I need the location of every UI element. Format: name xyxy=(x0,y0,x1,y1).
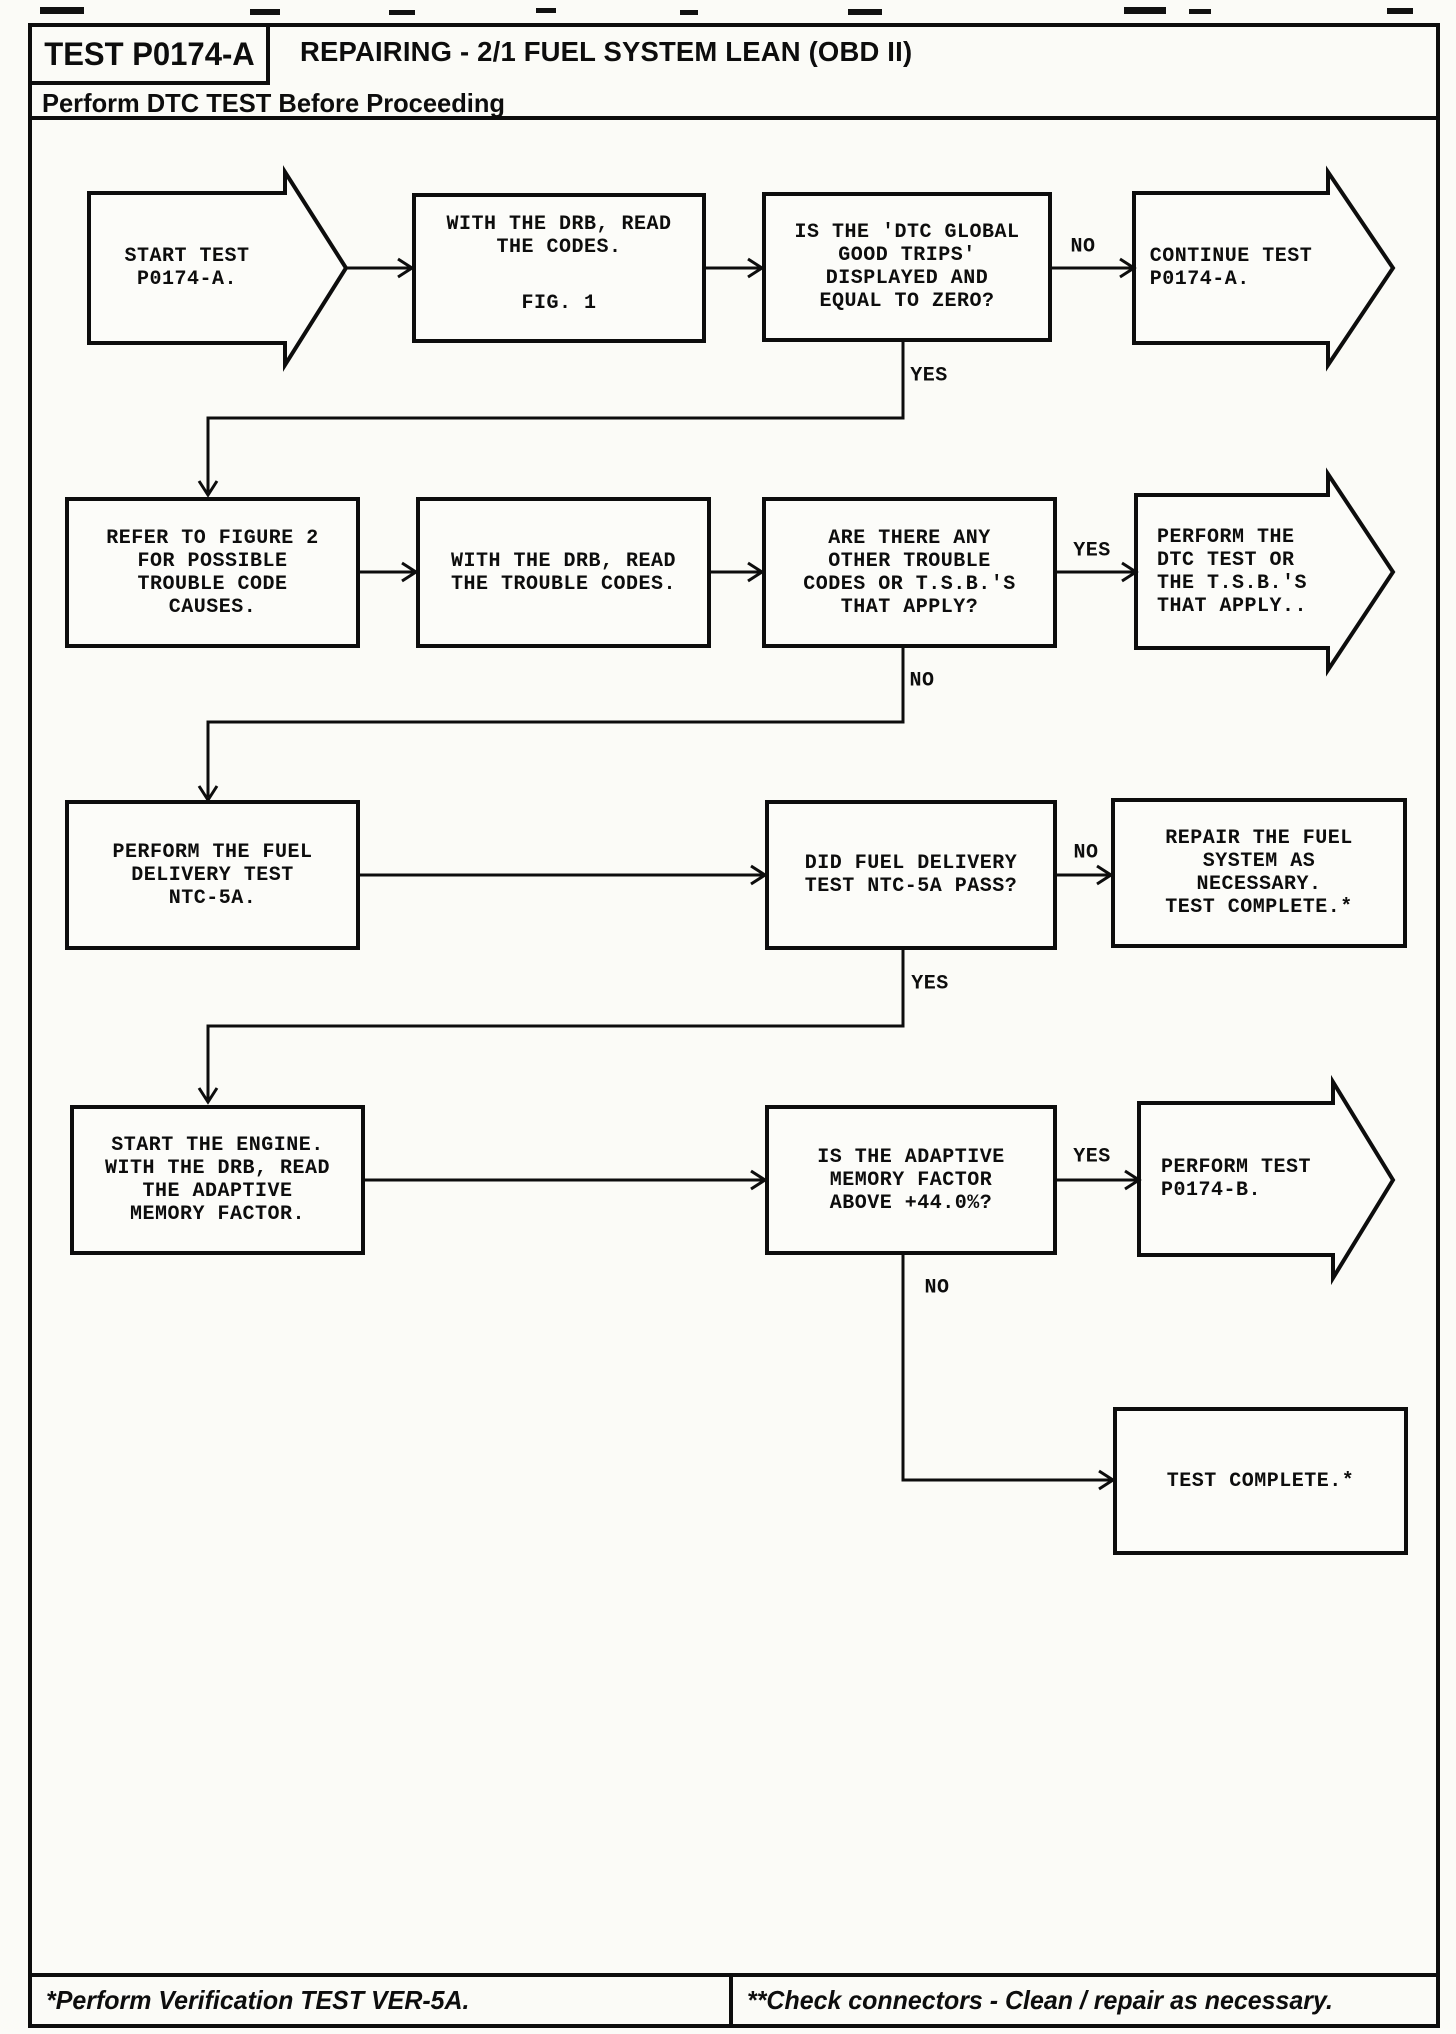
node-read-codes: WITH THE DRB, READ THE CODES. FIG. 1 xyxy=(412,193,706,343)
node-refer-figure-2: REFER TO FIGURE 2 FOR POSSIBLE TROUBLE C… xyxy=(65,497,360,648)
node-q-adaptive-memory-text: IS THE ADAPTIVE MEMORY FACTOR ABOVE +44.… xyxy=(817,1145,1005,1215)
node-fuel-delivery-test-text: PERFORM THE FUEL DELIVERY TEST NTC-5A. xyxy=(112,840,313,910)
edge-label-q3-yes: YES xyxy=(911,972,949,996)
footer-note-verification-text: *Perform Verification TEST VER-5A. xyxy=(46,1985,470,2015)
arrowhead xyxy=(197,1087,219,1105)
footer-note-verification: *Perform Verification TEST VER-5A. xyxy=(32,1977,733,2024)
edge-label-q4-yes: YES xyxy=(1073,1145,1111,1169)
scan-artifact xyxy=(680,10,698,15)
footer-note-connectors-text: **Check connectors - Clean / repair as n… xyxy=(747,1985,1333,2015)
scan-artifact xyxy=(40,7,84,14)
arrowhead xyxy=(1119,257,1137,279)
footer-note-connectors: **Check connectors - Clean / repair as n… xyxy=(733,1977,1436,2024)
edge-label-q2-no: NO xyxy=(909,669,935,693)
node-perform-dtc-tsb-text: PERFORM THE DTC TEST OR THE T.S.B.'S THA… xyxy=(1156,525,1308,618)
edge-label-q3-no: NO xyxy=(1073,841,1099,865)
connector-q2-no-elbow xyxy=(206,648,905,797)
node-repair-fuel-system-text: REPAIR THE FUEL SYSTEM AS NECESSARY. TES… xyxy=(1165,827,1353,919)
footer-notes-bar: *Perform Verification TEST VER-5A. **Che… xyxy=(28,1973,1440,2028)
node-q-other-codes: ARE THERE ANY OTHER TROUBLE CODES OR T.S… xyxy=(762,497,1057,648)
node-test-complete-text: TEST COMPLETE.* xyxy=(1166,1469,1355,1493)
edge-label-q4-no: NO xyxy=(924,1276,950,1300)
node-start-test: START TEST P0174-A. xyxy=(89,193,285,343)
node-continue-test: CONTINUE TEST P0174-A. xyxy=(1134,193,1328,343)
node-test-complete: TEST COMPLETE.* xyxy=(1113,1407,1408,1555)
node-perform-p0174b-shape xyxy=(1137,1074,1396,1286)
node-q-fuel-pass: DID FUEL DELIVERY TEST NTC-5A PASS? xyxy=(765,800,1057,950)
edge-label-q1-no: NO xyxy=(1070,235,1096,259)
scan-artifact xyxy=(1189,9,1211,14)
page-subtitle: Perform DTC TEST Before Proceeding xyxy=(42,88,505,118)
edge-label-q1-yes: YES xyxy=(910,364,948,388)
node-read-codes-text: WITH THE DRB, READ THE CODES. xyxy=(446,213,672,259)
node-fuel-delivery-test: PERFORM THE FUEL DELIVERY TEST NTC-5A. xyxy=(65,800,360,950)
arrowhead xyxy=(1121,561,1139,583)
node-perform-p0174b-text: PERFORM TEST P0174-B. xyxy=(1160,1156,1312,1202)
edge-label-q2-yes: YES xyxy=(1073,539,1111,563)
node-refer-figure-2-text: REFER TO FIGURE 2 FOR POSSIBLE TROUBLE C… xyxy=(106,526,319,619)
scan-artifact xyxy=(1387,8,1413,14)
scan-artifact xyxy=(389,10,415,15)
scan-artifact xyxy=(250,9,280,15)
figure-1-reference: FIG. 1 xyxy=(521,292,597,315)
page-title: REPAIRING - 2/1 FUEL SYSTEM LEAN (OBD II… xyxy=(300,36,913,67)
node-q-good-trips-text: IS THE 'DTC GLOBAL GOOD TRIPS' DISPLAYED… xyxy=(794,221,1020,313)
node-read-trouble-codes-text: WITH THE DRB, READ THE TROUBLE CODES. xyxy=(450,549,677,596)
node-perform-p0174b: PERFORM TEST P0174-B. xyxy=(1139,1103,1333,1255)
node-repair-fuel-system: REPAIR THE FUEL SYSTEM AS NECESSARY. TES… xyxy=(1111,798,1407,948)
connector-q4-no-elbow xyxy=(901,1255,1111,1482)
node-q-fuel-pass-text: DID FUEL DELIVERY TEST NTC-5A PASS? xyxy=(804,852,1018,898)
connector-q3-yes-elbow xyxy=(206,950,905,1099)
arrowhead xyxy=(1124,1169,1142,1191)
scan-artifact xyxy=(848,9,882,15)
node-perform-dtc-tsb: PERFORM THE DTC TEST OR THE T.S.B.'S THA… xyxy=(1136,495,1328,648)
node-q-other-codes-text: ARE THERE ANY OTHER TROUBLE CODES OR T.S… xyxy=(803,526,1016,619)
node-q-adaptive-memory: IS THE ADAPTIVE MEMORY FACTOR ABOVE +44.… xyxy=(765,1105,1057,1255)
test-id-box: TEST P0174-A xyxy=(28,23,270,85)
node-perform-dtc-tsb-shape xyxy=(1134,467,1396,677)
node-start-engine: START THE ENGINE. WITH THE DRB, READ THE… xyxy=(70,1105,365,1255)
connector-q1-yes-elbow xyxy=(206,342,905,492)
scan-artifact xyxy=(536,8,556,13)
header-divider-rule xyxy=(28,116,1440,120)
node-read-trouble-codes: WITH THE DRB, READ THE TROUBLE CODES. xyxy=(416,497,711,648)
node-start-test-shape xyxy=(87,165,349,372)
scan-artifact xyxy=(1124,7,1166,14)
arrowhead xyxy=(197,480,219,498)
node-q-good-trips: IS THE 'DTC GLOBAL GOOD TRIPS' DISPLAYED… xyxy=(762,192,1052,342)
test-id: TEST P0174-A xyxy=(43,35,255,72)
node-start-engine-text: START THE ENGINE. WITH THE DRB, READ THE… xyxy=(104,1134,331,1226)
node-continue-test-text: CONTINUE TEST P0174-A. xyxy=(1149,245,1313,291)
node-start-test-text: START TEST P0174-A. xyxy=(124,245,250,291)
node-continue-test-shape xyxy=(1132,165,1396,372)
